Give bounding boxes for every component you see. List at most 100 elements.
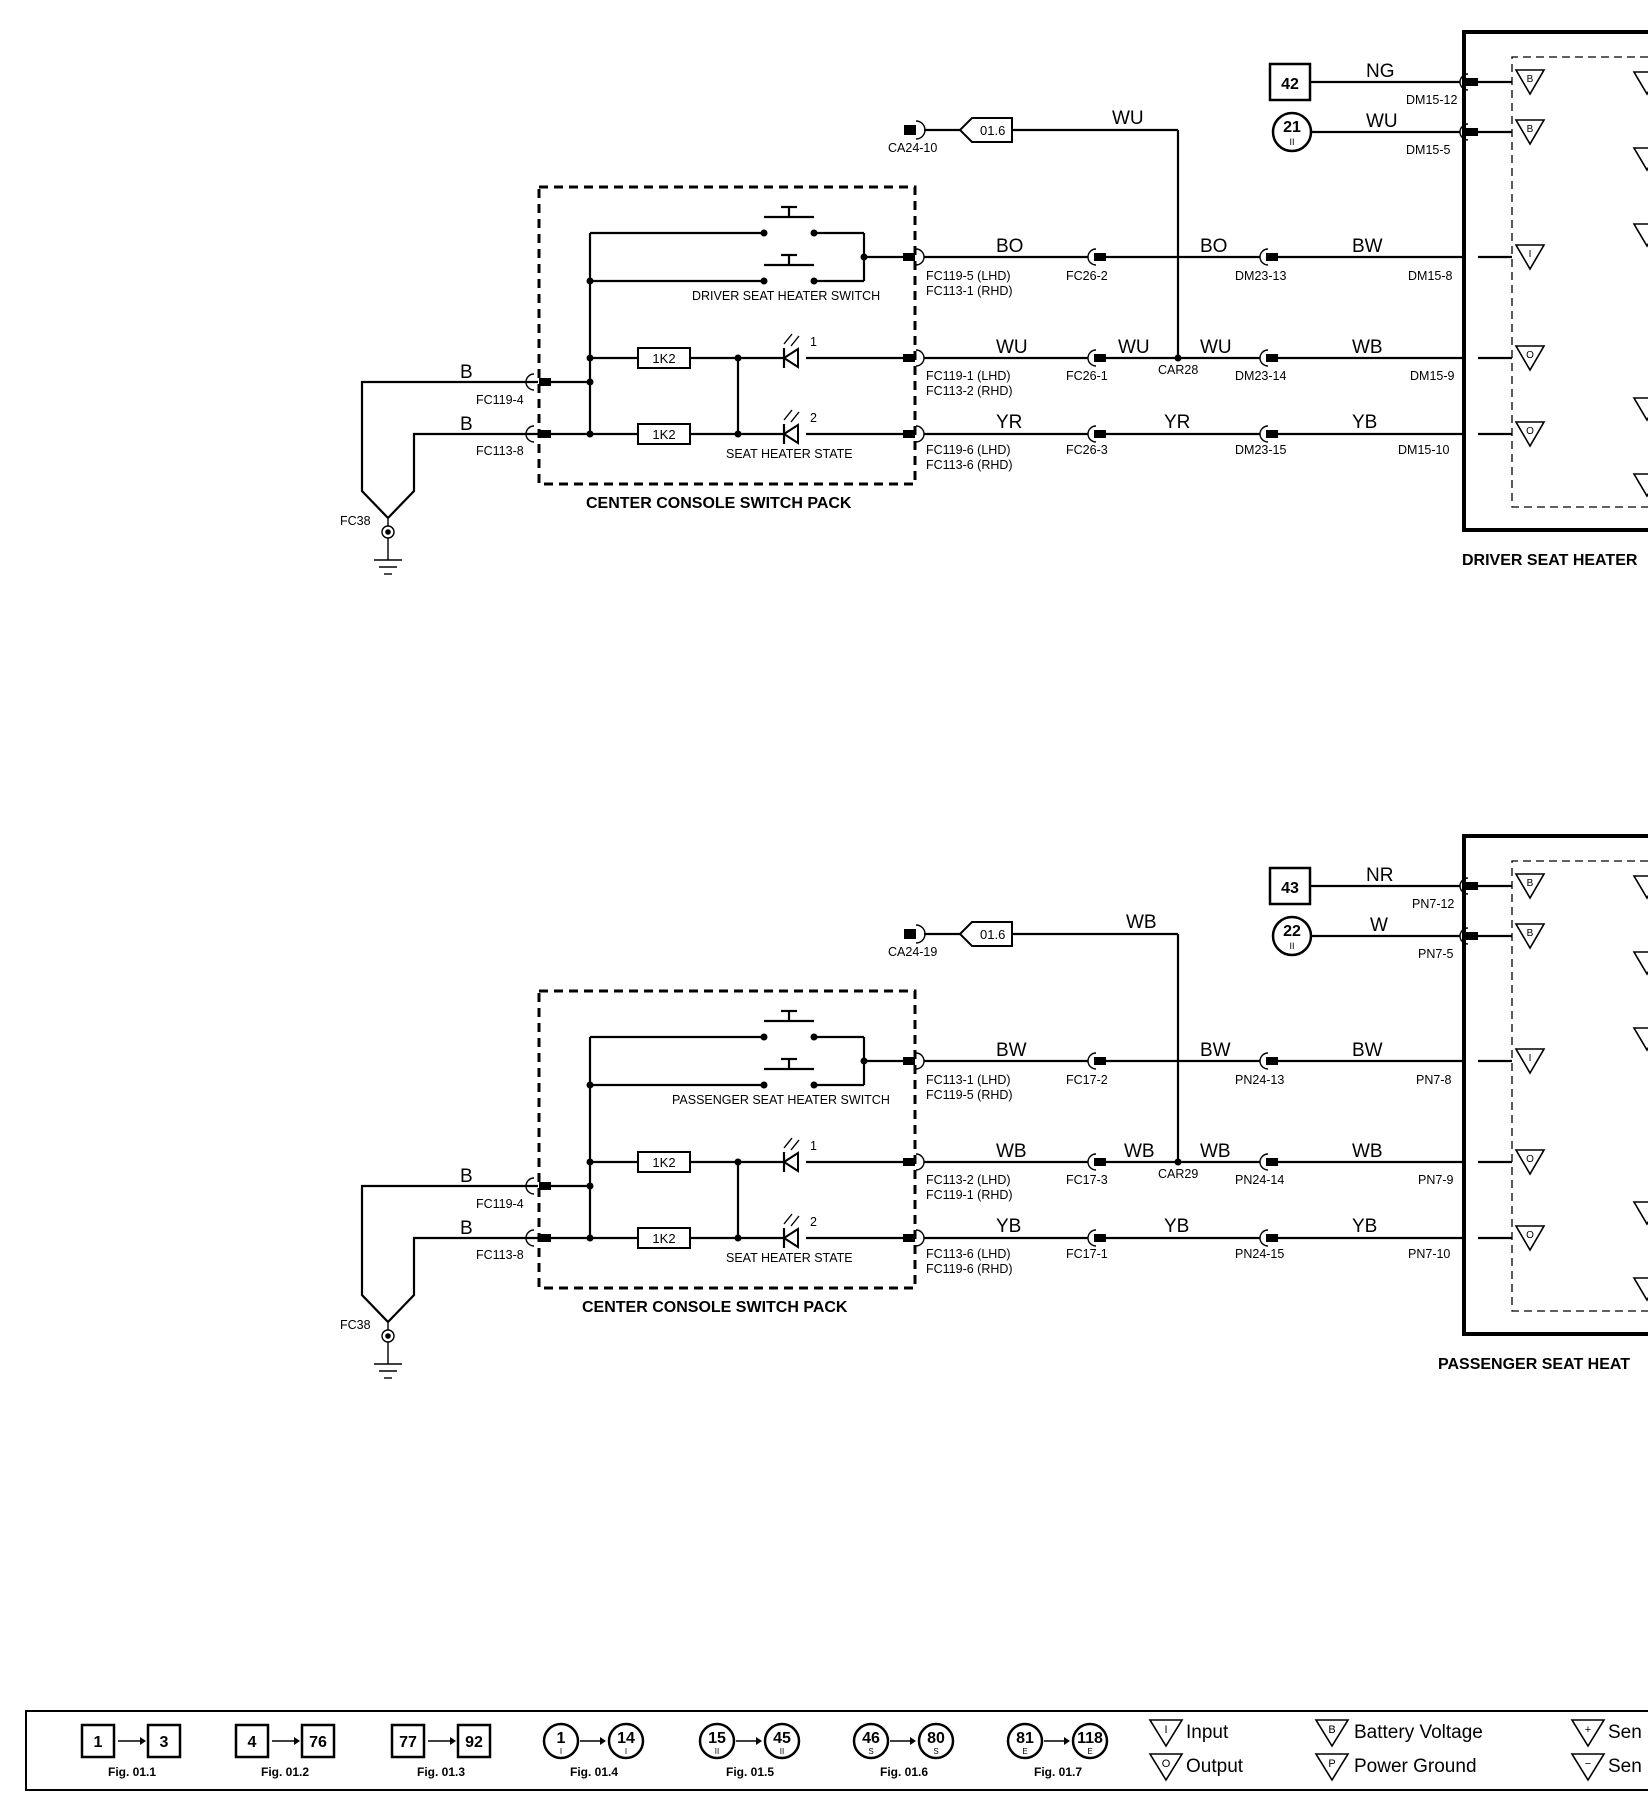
passenger-pin-battery-icon-2: B — [1514, 923, 1546, 950]
svg-text:B: B — [1527, 124, 1534, 135]
passenger-seat-heater-switch — [760, 1009, 818, 1089]
svg-text:I: I — [625, 1747, 627, 1756]
svg-text:CAR28: CAR28 — [1158, 363, 1198, 377]
svg-text:DM23-14: DM23-14 — [1235, 369, 1286, 383]
legend-output-label: Output — [1186, 1756, 1244, 1777]
svg-text:O: O — [1526, 426, 1534, 437]
driver-ground-wire-bottom — [387, 432, 538, 519]
svg-text:1K2: 1K2 — [652, 1231, 675, 1246]
svg-text:DM23-15: DM23-15 — [1235, 443, 1286, 457]
svg-text:BW: BW — [1352, 1040, 1383, 1061]
driver-seat-heater-title: DRIVER SEAT HEATER — [1462, 552, 1638, 569]
svg-text:PN7-8: PN7-8 — [1416, 1073, 1451, 1087]
svg-text:1: 1 — [810, 335, 817, 349]
svg-text:I: I — [560, 1747, 562, 1756]
svg-text:Fig. 01.3: Fig. 01.3 — [417, 1765, 465, 1779]
svg-text:FC119-6 (RHD): FC119-6 (RHD) — [926, 1262, 1013, 1276]
driver-pin-output-icon-2: O — [1514, 421, 1546, 448]
legend-battery-voltage-label: Battery Voltage — [1354, 1722, 1483, 1743]
svg-text:W: W — [1370, 915, 1388, 936]
driver-switch-pack-title: CENTER CONSOLE SWITCH PACK — [586, 495, 852, 512]
driver-led-2 — [782, 409, 800, 445]
svg-text:WU: WU — [1200, 337, 1232, 358]
svg-text:DM15-9: DM15-9 — [1410, 369, 1455, 383]
svg-text:WU: WU — [1366, 111, 1398, 132]
passenger-seat-heater-module — [1462, 834, 1648, 1336]
svg-text:YB: YB — [996, 1216, 1021, 1237]
svg-text:I: I — [1529, 249, 1532, 260]
svg-text:80: 80 — [927, 1730, 945, 1747]
svg-text:E: E — [1022, 1747, 1027, 1756]
svg-text:21: 21 — [1283, 119, 1301, 136]
passenger-switch-pack-title: CENTER CONSOLE SWITCH PACK — [582, 1299, 848, 1316]
svg-text:II: II — [1289, 941, 1294, 951]
svg-text:PN24-15: PN24-15 — [1235, 1247, 1284, 1261]
svg-text:I: I — [1529, 1053, 1532, 1064]
svg-text:YR: YR — [996, 412, 1022, 433]
svg-text:NG: NG — [1366, 61, 1395, 82]
svg-text:FC26-2: FC26-2 — [1066, 269, 1108, 283]
svg-text:WB: WB — [1352, 337, 1383, 358]
passenger-resistor-1 — [637, 1151, 691, 1173]
svg-text:1K2: 1K2 — [652, 427, 675, 442]
svg-text:E: E — [1087, 1747, 1092, 1756]
svg-text:B: B — [1527, 878, 1534, 889]
driver-resistor-1 — [637, 347, 691, 369]
svg-text:WU: WU — [996, 337, 1028, 358]
svg-text:FC113-6 (RHD): FC113-6 (RHD) — [926, 458, 1013, 472]
svg-text:DM15-8: DM15-8 — [1408, 269, 1453, 283]
svg-text:46: 46 — [862, 1730, 880, 1747]
svg-text:01.6: 01.6 — [980, 927, 1005, 942]
passenger-ground-label: FC38 — [340, 1318, 371, 1332]
svg-text:O: O — [1526, 350, 1534, 361]
svg-text:FC113-2 (RHD): FC113-2 (RHD) — [926, 384, 1013, 398]
passenger-section: FC38 B B FC119-4 FC113-8 CENTER CONSOLE … — [340, 834, 1648, 1379]
passenger-switch-pack-box — [537, 989, 917, 1290]
svg-text:FC26-1: FC26-1 — [1066, 369, 1108, 383]
driver-led-1 — [782, 333, 800, 369]
driver-seat-heater-module — [1462, 30, 1648, 532]
svg-text:1K2: 1K2 — [652, 1155, 675, 1170]
svg-text:Fig. 01.6: Fig. 01.6 — [880, 1765, 928, 1779]
svg-text:2: 2 — [810, 1215, 817, 1229]
svg-text:FC119-1 (RHD): FC119-1 (RHD) — [926, 1188, 1013, 1202]
passenger-resistor-2 — [637, 1227, 691, 1249]
svg-text:77: 77 — [399, 1734, 417, 1751]
svg-text:DM15-12: DM15-12 — [1406, 93, 1457, 107]
legend-power-ground-label: Power Ground — [1354, 1756, 1477, 1777]
driver-pin-battery-icon: B — [1514, 69, 1546, 96]
svg-text:PN7-5: PN7-5 — [1418, 947, 1453, 961]
svg-text:YB: YB — [1352, 412, 1377, 433]
svg-text:22: 22 — [1283, 923, 1301, 940]
svg-text:DM15-10: DM15-10 — [1398, 443, 1449, 457]
legend-sensor-plus-label: Sen — [1608, 1722, 1642, 1743]
svg-text:3: 3 — [160, 1734, 169, 1751]
legend-fig-01-5: 15 II 45 II Fig. 01.5 — [698, 1722, 801, 1779]
svg-text:CA24-10: CA24-10 — [888, 141, 937, 155]
svg-text:2: 2 — [810, 411, 817, 425]
legend-input-icon: I — [1148, 1719, 1184, 1748]
svg-text:4: 4 — [248, 1734, 257, 1751]
svg-text:S: S — [933, 1747, 938, 1756]
svg-text:WU: WU — [1118, 337, 1150, 358]
svg-text:43: 43 — [1281, 880, 1299, 897]
svg-text:FC119-1 (LHD): FC119-1 (LHD) — [926, 369, 1011, 383]
passenger-led-2 — [782, 1213, 800, 1249]
svg-text:FC119-5 (RHD): FC119-5 (RHD) — [926, 1088, 1013, 1102]
driver-ground-label: FC38 — [340, 514, 371, 528]
svg-text:P: P — [1328, 1758, 1335, 1770]
legend-fig-01-2: 4 76 Fig. 01.2 — [234, 1723, 336, 1779]
passenger-pin-input-icon: I — [1514, 1048, 1546, 1075]
svg-text:B: B — [1328, 1724, 1335, 1736]
svg-text:81: 81 — [1016, 1730, 1034, 1747]
svg-text:FC113-2 (LHD): FC113-2 (LHD) — [926, 1173, 1011, 1187]
svg-text:CAR29: CAR29 — [1158, 1167, 1198, 1181]
svg-text:YB: YB — [1352, 1216, 1377, 1237]
svg-text:FC113-1 (LHD): FC113-1 (LHD) — [926, 1073, 1011, 1087]
svg-text:BW: BW — [1352, 236, 1383, 257]
svg-text:S: S — [868, 1747, 873, 1756]
svg-text:PN7-12: PN7-12 — [1412, 897, 1454, 911]
svg-text:FC113-6 (LHD): FC113-6 (LHD) — [926, 1247, 1011, 1261]
passenger-fig-ref-box — [1268, 866, 1312, 906]
driver-in-wire-bottom: B — [460, 414, 473, 435]
